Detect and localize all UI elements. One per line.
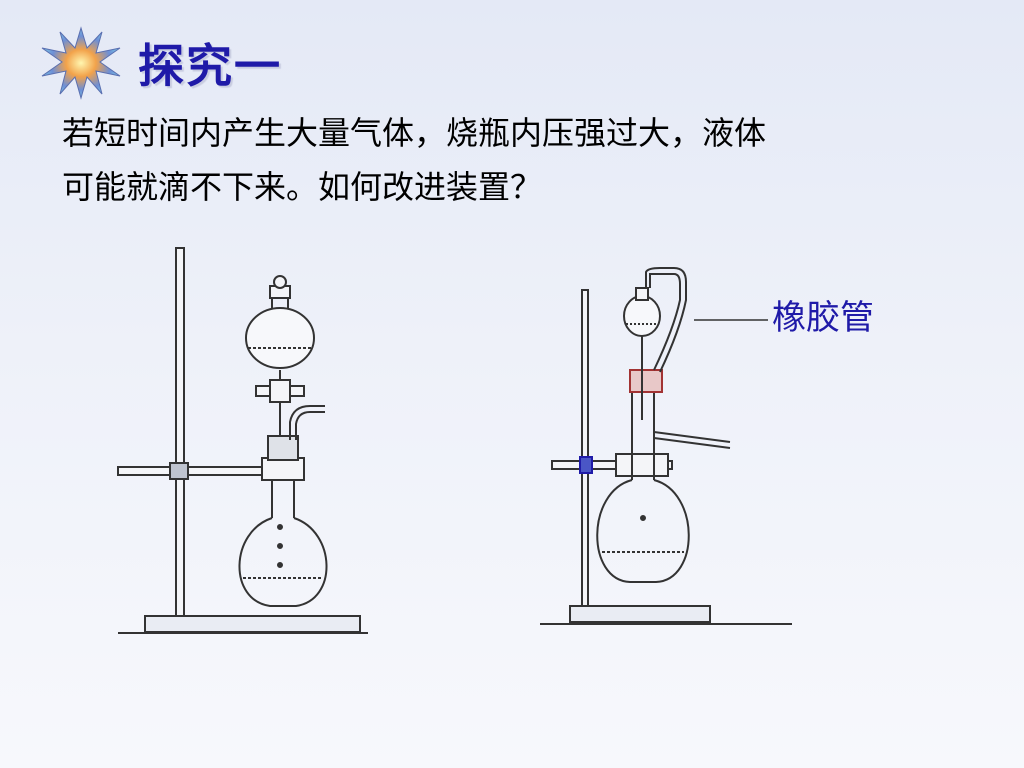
starburst-icon <box>41 26 121 100</box>
right-apparatus-figure <box>540 267 792 625</box>
left-apparatus-figure <box>117 247 368 634</box>
rubber-tube-label: 橡胶管 <box>772 298 874 338</box>
slide-title: 探究一 <box>138 39 282 93</box>
paragraph-line-1: 若短时间内产生大量气体，烧瓶内压强过大，液体 <box>62 114 767 152</box>
question-paragraph: 若短时间内产生大量气体，烧瓶内压强过大，液体 可能就滴不下来。如何改进装置？ <box>62 106 962 214</box>
paragraph-line-2: 可能就滴不下来。如何改进装置？ <box>62 168 543 206</box>
